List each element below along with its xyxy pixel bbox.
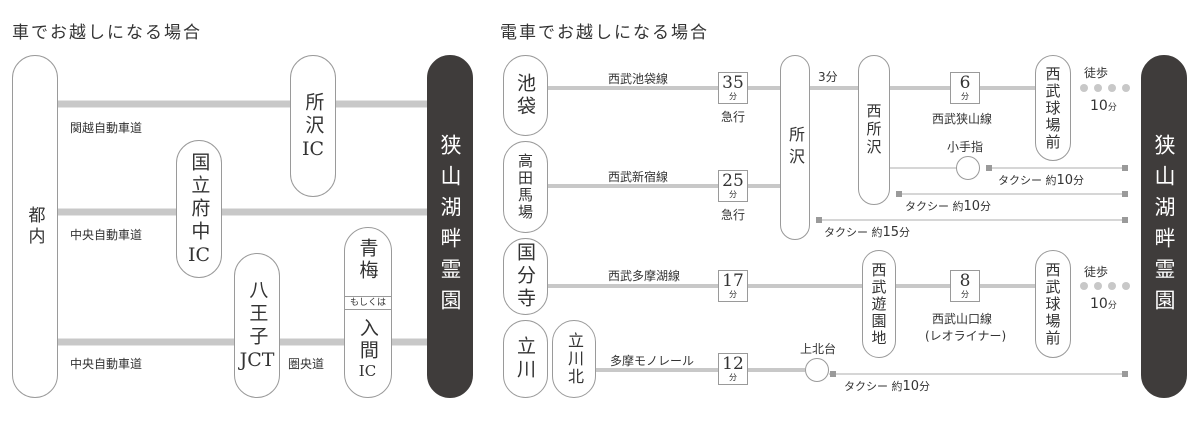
taxi-label: タクシー 約 — [998, 174, 1057, 187]
taxi-label: タクシー 約 — [905, 200, 964, 213]
or-label: もしくは — [344, 296, 392, 310]
walk-time-1: 10分 — [1090, 98, 1117, 114]
minute-unit: 分 — [1107, 103, 1117, 113]
yamaguchi-minutes: 8 分 — [950, 270, 980, 302]
minute-unit: 分 — [729, 190, 737, 199]
hachioji-jct-name: 八王子 — [246, 279, 269, 349]
kamikitadai-label: 上北台 — [800, 342, 837, 356]
kenodo-label: 圏央道 — [288, 357, 325, 371]
ome-ic: 青梅 — [345, 238, 390, 288]
seibukyujomae-station-2: 西武球場前 — [1035, 250, 1071, 358]
walk-label-2: 徒歩 — [1084, 265, 1109, 279]
tokorozawa-ic-name: 所沢 — [302, 91, 325, 138]
kunitachi-fuchu-ic-suffix: IC — [187, 243, 211, 266]
walk-time-value-1: 10 — [1090, 98, 1108, 114]
leo-liner-label: (レオライナー) — [925, 329, 1007, 343]
taxi-kotesashi: タクシー 約10分 — [996, 172, 1087, 188]
tachikawa-station: 立川 — [503, 320, 548, 398]
seibuyuenchi-station: 西武遊園地 — [862, 250, 896, 358]
taxi-nishitokorozawa: タクシー 約10分 — [903, 198, 994, 214]
minute-unit: 分 — [1107, 301, 1117, 311]
transfer-minutes: 3分 — [818, 70, 838, 84]
taxi-label: タクシー 約 — [824, 226, 883, 239]
minute-unit: 分 — [899, 226, 911, 239]
car-destination: 狭山湖畔霊園 — [427, 55, 473, 398]
sayama-minutes: 6 分 — [950, 72, 980, 104]
hachioji-jct-suffix: JCT — [239, 348, 275, 371]
minute-unit: 分 — [961, 92, 969, 101]
ikebukuro-station: 池袋 — [503, 55, 548, 136]
taxi-nishitokorozawa-value: 10 — [963, 199, 981, 214]
minute-unit: 分 — [919, 380, 931, 393]
walk-info-2: 徒歩 — [1084, 263, 1108, 280]
express-label-1: 急行 — [721, 110, 746, 124]
walk-info-1: 徒歩 — [1084, 64, 1108, 81]
sayama-line-label: 西武狭山線 — [932, 112, 993, 126]
tokorozawa-ic-suffix: IC — [301, 137, 325, 160]
kotesashi-station-circle — [956, 156, 980, 180]
walk-time-value-2: 10 — [1090, 296, 1108, 312]
kunitachi-fuchu-ic-name: 国立府中 — [188, 151, 211, 244]
yamaguchi-line-label: 西武山口線 — [932, 312, 993, 326]
shinjuku-minutes: 25 分 — [718, 170, 748, 202]
shinjuku-minutes-value: 25 — [722, 171, 744, 191]
walk-label-1: 徒歩 — [1084, 66, 1109, 80]
minute-unit: 分 — [729, 373, 737, 382]
minute-unit: 分 — [729, 92, 737, 101]
chuo-expressway-label-1: 中央自動車道 — [70, 228, 143, 242]
kotesashi-label: 小手指 — [947, 140, 984, 154]
taxi-kotesashi-value: 10 — [1056, 173, 1074, 188]
minute-unit: 分 — [1073, 174, 1085, 187]
tokorozawa-ic: 所沢 IC — [290, 55, 336, 197]
kamikitadai-station-circle — [805, 358, 829, 382]
tamako-minutes-value: 17 — [722, 271, 744, 291]
taxi-kamikitadai: タクシー 約10分 — [842, 378, 933, 394]
car-origin-tokyo: 都内 — [12, 55, 58, 398]
shinjuku-line-label: 西武新宿線 — [608, 170, 669, 184]
kokubunji-station: 国分寺 — [503, 238, 548, 315]
kunitachi-fuchu-ic: 国立府中 IC — [176, 140, 222, 278]
seibukyujomae-station-1: 西武球場前 — [1035, 55, 1071, 161]
kanetsu-expressway-label: 関越自動車道 — [70, 121, 143, 135]
minute-unit: 分 — [980, 200, 992, 213]
car-heading: 車でお越しになる場合 — [12, 23, 202, 43]
walk-time-2: 10分 — [1090, 296, 1117, 312]
chuo-expressway-label-2: 中央自動車道 — [70, 357, 143, 371]
ome-ic-name: 青梅 — [356, 238, 379, 282]
taxi-label: タクシー 約 — [844, 380, 903, 393]
iruma-ic-name: 入間 — [356, 318, 379, 362]
tachikawa-kita-station: 立川北 — [552, 320, 596, 398]
tokorozawa-station: 所沢 — [780, 55, 810, 240]
train-destination: 狭山湖畔霊園 — [1141, 55, 1187, 398]
express-label-2: 急行 — [721, 208, 746, 222]
monorail-minutes: 12 分 — [718, 353, 748, 385]
monorail-minutes-value: 12 — [722, 354, 744, 374]
iruma-ic: 入間 IC — [345, 318, 390, 380]
monorail-label: 多摩モノレール — [610, 354, 695, 368]
minute-unit: 分 — [729, 290, 737, 299]
ikebukuro-line-label: 西武池袋線 — [608, 72, 669, 86]
sayama-minutes-value: 6 — [959, 73, 971, 93]
hachioji-jct: 八王子 JCT — [234, 253, 280, 398]
tamako-line-label: 西武多摩湖線 — [608, 269, 681, 283]
taxi-kamikitadai-value: 10 — [902, 379, 920, 394]
takadanobaba-station: 高田馬場 — [503, 141, 548, 233]
ome-iruma-ic: 青梅 もしくは 入間 IC — [344, 227, 392, 398]
train-heading: 電車でお越しになる場合 — [500, 23, 709, 43]
taxi-tokorozawa: タクシー 約15分 — [822, 224, 913, 240]
nishitokorozawa-station: 西所沢 — [858, 55, 890, 205]
ikebukuro-minutes-value: 35 — [722, 73, 744, 93]
ikebukuro-minutes: 35 分 — [718, 72, 748, 104]
tamako-minutes: 17 分 — [718, 270, 748, 302]
iruma-ic-suffix: IC — [358, 362, 377, 380]
yamaguchi-minutes-value: 8 — [959, 271, 971, 291]
minute-unit: 分 — [961, 290, 969, 299]
taxi-tokorozawa-value: 15 — [882, 225, 900, 240]
